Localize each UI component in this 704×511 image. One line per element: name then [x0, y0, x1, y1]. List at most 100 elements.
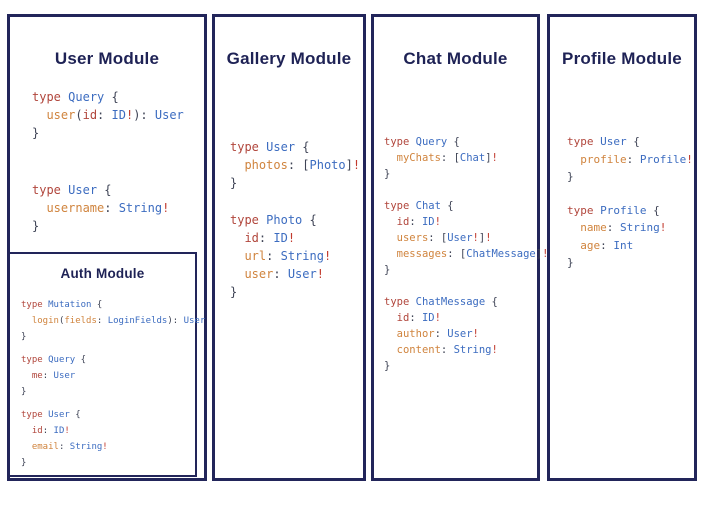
code-token: { — [646, 203, 660, 217]
code-token: ! — [686, 152, 693, 166]
code-token: { — [97, 183, 112, 197]
code-token: User — [154, 108, 184, 122]
code-line: type User { — [230, 138, 360, 156]
code-token: } — [567, 170, 574, 183]
code-token: } — [32, 126, 40, 140]
code-token — [21, 426, 32, 436]
code-line: type Query { — [384, 134, 548, 150]
code-token: content — [396, 344, 441, 356]
code-token: { — [295, 140, 310, 154]
code-token: ! — [162, 201, 170, 215]
code-token: author — [396, 328, 435, 340]
code-token: ] — [345, 158, 353, 172]
code-token: users — [396, 232, 429, 244]
code-token: age — [580, 238, 601, 252]
code-block: type User { username: String!} — [32, 181, 184, 235]
code-token: profile — [580, 152, 627, 166]
code-token: String — [118, 201, 163, 215]
code-token: ID — [53, 426, 65, 436]
code-line: type Query { — [32, 88, 184, 106]
code-token: ! — [659, 221, 667, 234]
code-token: { — [485, 296, 498, 308]
code-token — [567, 239, 580, 252]
code-token: ! — [485, 232, 492, 244]
code-token: { — [302, 213, 317, 227]
code-token: : — [97, 108, 112, 122]
code-token: ! — [491, 344, 498, 356]
code-token: ): — [133, 108, 155, 122]
code-token: myChats — [396, 152, 441, 164]
code-token: User — [447, 232, 473, 244]
code-line: } — [21, 455, 205, 471]
code-token: : [ — [440, 152, 460, 164]
code-token: { — [440, 200, 454, 212]
code-token: : — [266, 249, 281, 263]
auth-module-code: type Mutation { login(fields: LoginField… — [21, 297, 205, 471]
code-line: } — [32, 124, 184, 142]
code-token: ! — [434, 216, 441, 228]
code-token: : — [409, 216, 422, 228]
code-token: ! — [352, 158, 361, 172]
code-token: ( — [75, 108, 83, 122]
code-token: { — [447, 136, 460, 148]
code-line: user: User! — [230, 265, 360, 283]
code-token: ! — [472, 232, 479, 244]
code-token — [230, 249, 244, 263]
code-token: Chat — [415, 200, 441, 212]
code-line: myChats: [Chat]! — [384, 150, 548, 166]
code-token: { — [626, 135, 640, 148]
code-token — [384, 232, 397, 244]
code-line: } — [21, 329, 205, 345]
code-token: type — [32, 183, 61, 197]
code-token — [567, 153, 580, 166]
code-token: fields — [64, 316, 97, 326]
code-token: : [ — [447, 248, 467, 260]
code-token — [230, 158, 244, 172]
profile-module-panel: Profile Module type User { profile: Prof… — [547, 14, 697, 481]
code-token: Chat — [459, 152, 486, 164]
code-token: me — [31, 371, 43, 381]
code-token: } — [21, 387, 27, 397]
code-token: ! — [287, 231, 296, 245]
code-token: type — [567, 135, 594, 148]
code-token: : — [258, 231, 274, 245]
code-token: Photo — [309, 158, 346, 172]
code-token: String — [453, 344, 492, 356]
code-line: login(fields: LoginFields): User — [21, 313, 205, 329]
code-token: ChatMessage — [415, 296, 486, 308]
code-token — [384, 216, 397, 228]
code-line: type Mutation { — [21, 297, 205, 313]
code-token: type — [21, 410, 43, 420]
auth-module-panel: Auth Module type Mutation { login(fields… — [8, 252, 205, 477]
code-line: type User { — [21, 407, 205, 423]
code-token: : — [434, 328, 448, 340]
code-token — [384, 248, 397, 260]
code-token: id — [396, 216, 410, 228]
code-token: } — [21, 458, 27, 468]
code-line: messages: [ChatMessage]! — [384, 246, 549, 262]
code-token: } — [384, 360, 391, 372]
code-line: url: String! — [230, 247, 360, 265]
code-token: ! — [472, 328, 479, 340]
code-line: } — [384, 262, 548, 278]
chat-module-panel: Chat Module type Query { myChats: [Chat]… — [371, 14, 548, 481]
user-module-panel: User Module type Query { user(id: ID!): … — [7, 14, 207, 481]
code-token: type — [384, 296, 410, 308]
code-token: login — [31, 316, 59, 326]
code-line: type Query { — [21, 352, 205, 368]
code-line: } — [384, 358, 548, 374]
user-module-code: type Query { user(id: ID!): User}type Us… — [32, 88, 184, 235]
code-token: User — [447, 328, 473, 340]
code-line: id: ID! — [384, 214, 548, 230]
code-token: : — [409, 312, 422, 324]
code-token: ! — [542, 248, 549, 260]
gallery-module-title: Gallery Module — [226, 49, 352, 68]
auth-module-title: Auth Module — [60, 266, 145, 281]
code-line: } — [567, 254, 693, 272]
code-token — [567, 221, 580, 234]
profile-module-title: Profile Module — [562, 49, 682, 68]
code-token: type — [384, 136, 410, 148]
code-token: Mutation — [48, 300, 92, 310]
code-token: } — [384, 264, 391, 276]
code-block: type Mutation { login(fields: LoginField… — [21, 297, 205, 345]
